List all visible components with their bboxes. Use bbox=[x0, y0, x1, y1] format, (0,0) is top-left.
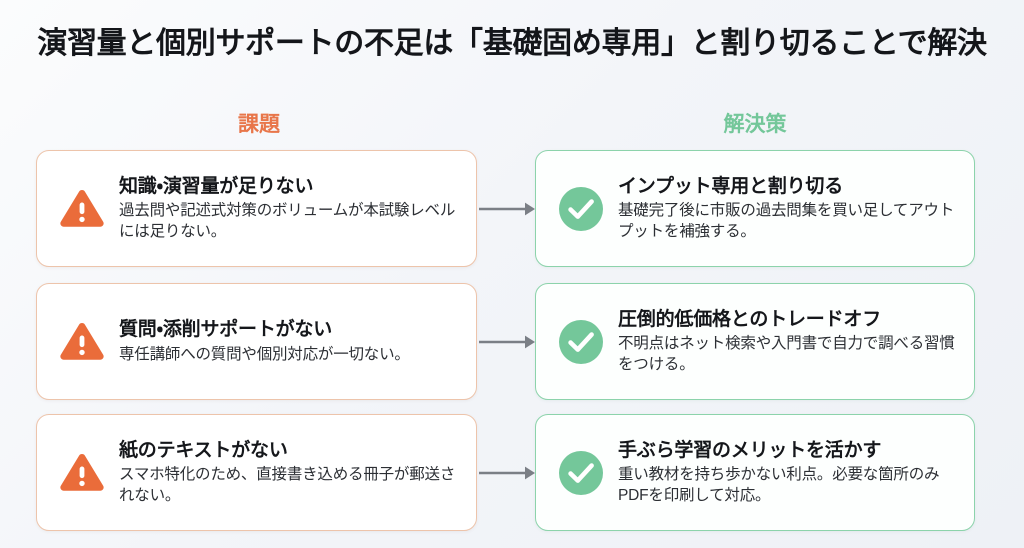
column-header-solution: 解決策 bbox=[723, 113, 787, 136]
solution-card[interactable]: 手ぶら学習のメリットを活かす 重い教材を持ち歩かない利点。必要な箇所のみPDFを… bbox=[535, 414, 975, 531]
problem-card-body: 過去問や記述式対策のボリュームが本試験レベルには足りない。 bbox=[119, 202, 456, 241]
solution-card[interactable]: 圧倒的低価格とのトレードオフ 不明点はネット検索や入門書で自力で調べる習慣をつけ… bbox=[535, 283, 975, 400]
comparison-row: 紙のテキストがない スマホ特化のため、直接書き込める冊子が郵送されない。 手ぶら… bbox=[0, 414, 1024, 531]
solution-card-heading: インプット専用と割り切る bbox=[618, 175, 844, 197]
problem-card[interactable]: 紙のテキストがない スマホ特化のため、直接書き込める冊子が郵送されない。 bbox=[36, 414, 477, 531]
check-circle-icon bbox=[554, 446, 608, 500]
problem-card[interactable]: 知識・演習量が足りない 過去問や記述式対策のボリュームが本試験レベルには足りない… bbox=[36, 150, 477, 267]
comparison-row: 質問・添削サポートがない 専任講師への質問や個別対応が一切ない。 圧倒的低価格と… bbox=[0, 283, 1024, 400]
warning-triangle-icon bbox=[55, 315, 109, 369]
problem-card-heading: 質問・添削サポートがない bbox=[119, 319, 333, 341]
problem-card-heading: 紙のテキストがない bbox=[119, 439, 288, 461]
warning-triangle-icon bbox=[55, 446, 109, 500]
problem-card-text: 紙のテキストがない スマホ特化のため、直接書き込める冊子が郵送されない。 bbox=[119, 438, 462, 507]
comparison-row: 知識・演習量が足りない 過去問や記述式対策のボリュームが本試験レベルには足りない… bbox=[0, 150, 1024, 267]
problem-card-body: 専任講師への質問や個別対応が一切ない。 bbox=[119, 345, 410, 363]
warning-triangle-icon bbox=[55, 182, 109, 236]
problem-card[interactable]: 質問・添削サポートがない 専任講師への質問や個別対応が一切ない。 bbox=[36, 283, 477, 400]
solution-card[interactable]: インプット専用と割り切る 基礎完了後に市販の過去問集を買い足してアウトプットを補… bbox=[535, 150, 975, 267]
column-header-problem: 課題 bbox=[238, 113, 280, 136]
solution-card-body: 重い教材を持ち歩かない利点。必要な箇所のみPDFを印刷して対応。 bbox=[618, 466, 940, 505]
arrow-right-icon bbox=[479, 334, 537, 350]
solution-card-text: 圧倒的低価格とのトレードオフ 不明点はネット検索や入門書で自力で調べる習慣をつけ… bbox=[618, 307, 960, 376]
problem-card-text: 質問・添削サポートがない 専任講師への質問や個別対応が一切ない。 bbox=[119, 317, 462, 365]
page-title: 演習量と個別サポートの不足は「基礎固め専用」と割り切ることで解決 bbox=[37, 27, 987, 60]
check-circle-icon bbox=[554, 182, 608, 236]
solution-card-heading: 手ぶら学習のメリットを活かす bbox=[618, 439, 882, 461]
arrow-right-icon bbox=[479, 201, 537, 217]
problem-card-heading: 知識・演習量が足りない bbox=[119, 175, 314, 197]
solution-card-body: 不明点はネット検索や入門書で自力で調べる習慣をつける。 bbox=[618, 335, 955, 374]
problem-card-text: 知識・演習量が足りない 過去問や記述式対策のボリュームが本試験レベルには足りない… bbox=[119, 174, 462, 243]
solution-card-heading: 圧倒的低価格とのトレードオフ bbox=[618, 308, 882, 330]
check-circle-icon bbox=[554, 315, 608, 369]
solution-card-body: 基礎完了後に市販の過去問集を買い足してアウトプットを補強する。 bbox=[618, 202, 955, 241]
solution-card-text: 手ぶら学習のメリットを活かす 重い教材を持ち歩かない利点。必要な箇所のみPDFを… bbox=[618, 438, 960, 507]
arrow-right-icon bbox=[479, 465, 537, 481]
solution-card-text: インプット専用と割り切る 基礎完了後に市販の過去問集を買い足してアウトプットを補… bbox=[618, 174, 960, 243]
problem-card-body: スマホ特化のため、直接書き込める冊子が郵送されない。 bbox=[119, 466, 456, 505]
